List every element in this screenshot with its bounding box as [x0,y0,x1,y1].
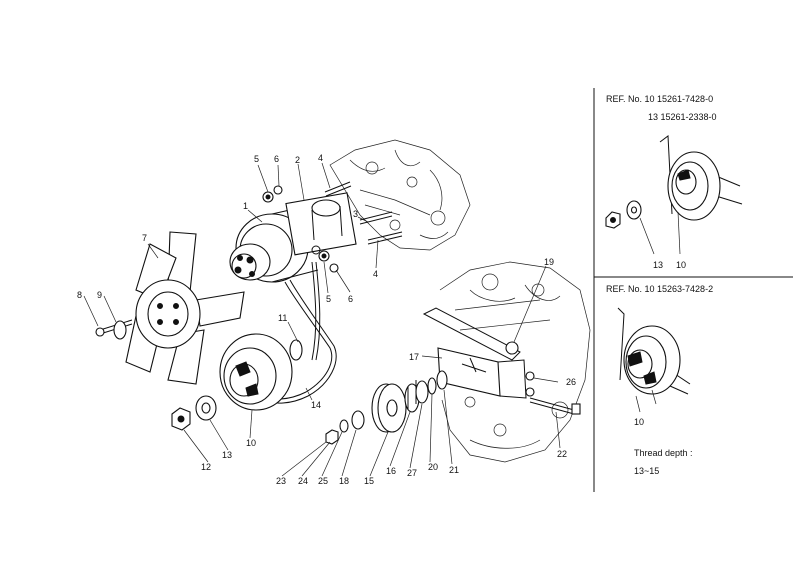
callout-6: 6 [348,294,353,304]
callout-3: 3 [353,209,358,219]
callout-18: 18 [339,476,349,486]
callout-27: 27 [407,468,417,478]
inset-top: REF. No. 10 15261-7428-0 13 15261-2338-0… [605,94,743,270]
inset-bottom-callout-10: 10 [634,417,644,427]
alternator-bracket [422,307,581,415]
callout-labels: 5 6 2 4 1 3 4 5 6 7 8 9 11 14 10 13 12 1… [77,153,576,486]
callout-25: 25 [318,476,328,486]
callout-17: 17 [409,352,419,362]
callout-9: 9 [97,290,102,300]
cooling-fan [125,231,245,385]
callout-26: 26 [566,377,576,387]
callout-8: 8 [77,290,82,300]
inset-bottom: REF. No. 10 15263-7428-2 10 Thread depth… [606,284,713,476]
callout-11: 11 [278,313,287,323]
callout-12: 12 [201,462,211,472]
callout-23: 23 [276,476,286,486]
callout-19: 19 [544,257,554,267]
engine-block-lower [439,261,591,463]
inset-top-callout-13: 13 [653,260,663,270]
inset-top-callout-10: 10 [676,260,686,270]
callout-24: 24 [298,476,308,486]
water-pump-assembly [229,192,357,283]
callout-5: 5 [254,154,259,164]
inset-bottom-ref-line1: REF. No. 10 15263-7428-2 [606,284,713,294]
crankshaft-pulley [219,333,303,411]
callout-2: 2 [295,155,300,165]
crank-nut-washer [171,395,217,431]
callout-20: 20 [428,462,438,472]
callout-4: 4 [318,153,323,163]
callout-14: 14 [311,400,321,410]
callout-16: 16 [386,466,396,476]
callout-10: 10 [246,438,256,448]
pump-studs [262,181,403,273]
callout-13: 13 [222,450,232,460]
engine-block-upper [329,139,471,251]
inset-frame [593,88,793,492]
callout-15: 15 [364,476,374,486]
fan-bolt-and-washer [95,319,133,340]
callout-4: 4 [373,269,378,279]
callout-21: 21 [449,465,459,475]
callout-6: 6 [274,154,279,164]
thread-depth-value: 13~15 [634,466,659,476]
leader-lines [83,162,561,477]
callout-22: 22 [557,449,567,459]
thread-depth-label: Thread depth : [634,448,693,458]
callout-1: 1 [243,201,248,211]
inset-top-ref-line2: 13 15261-2338-0 [648,112,717,122]
callout-5: 5 [326,294,331,304]
callout-7: 7 [142,233,147,243]
inset-top-ref-line1: REF. No. 10 15261-7428-0 [606,94,713,104]
alternator-pulley-stack [325,370,448,445]
